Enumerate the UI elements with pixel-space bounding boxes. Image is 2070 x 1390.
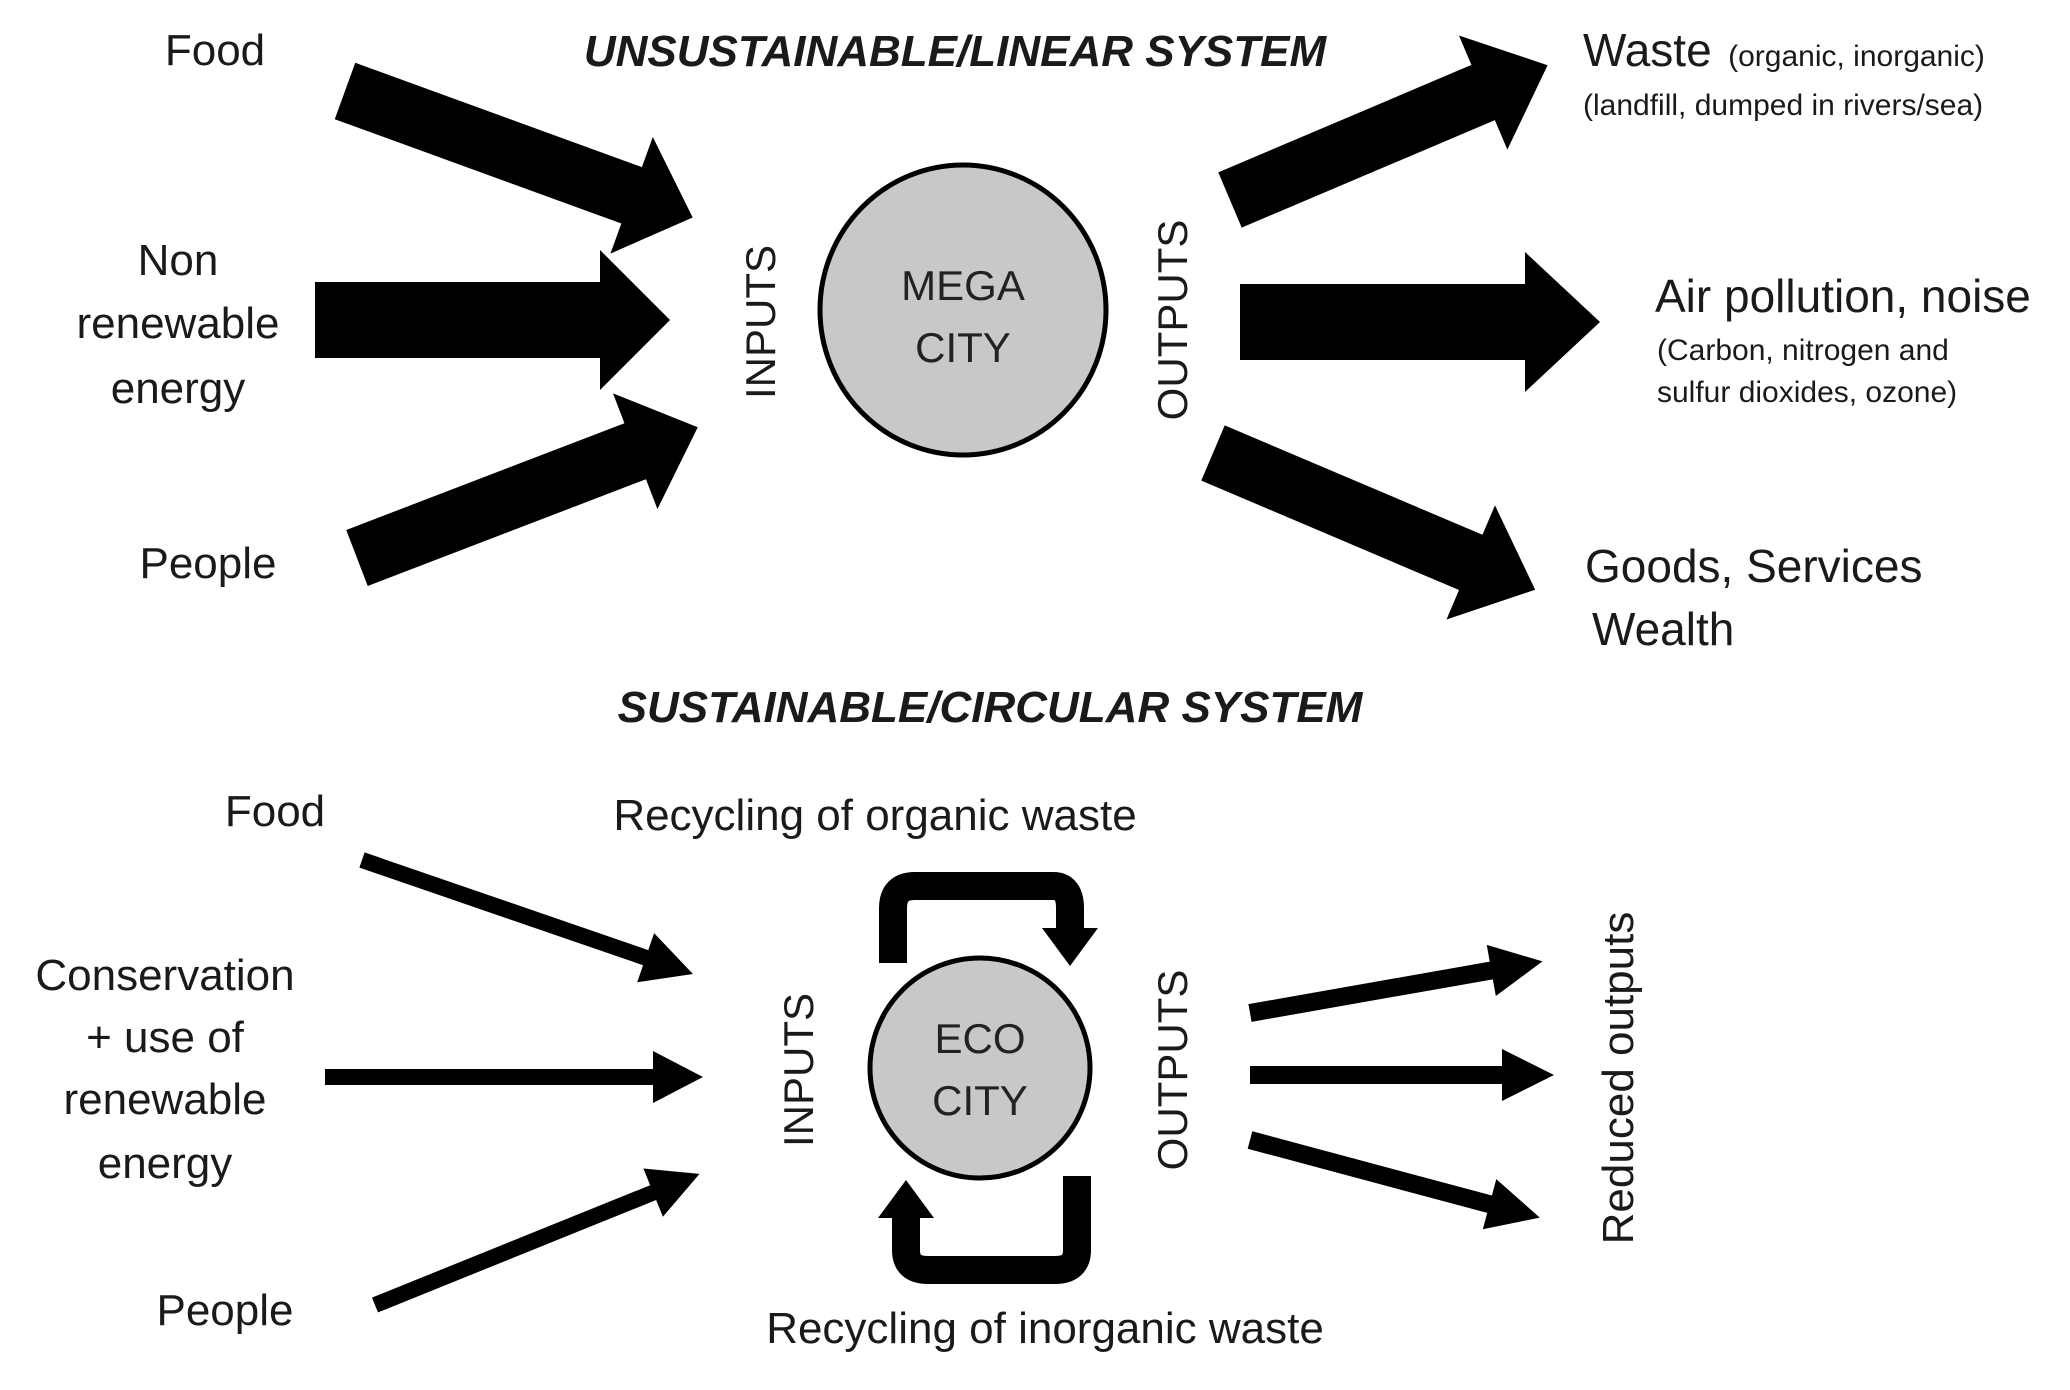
recycling-organic-arrow [879, 872, 1098, 966]
circular-input-food-label: Food [225, 787, 325, 836]
linear-goods-arrow [1201, 425, 1536, 620]
waste-detail-2: (landfill, dumped in rivers/sea) [1583, 89, 1983, 122]
circular-input-energy-line-3: renewable [63, 1075, 266, 1124]
linear-output-air-label: Air pollution, noise [1655, 270, 2031, 322]
linear-input-people-label: People [139, 539, 276, 588]
recycling-inorganic-label: Recycling of inorganic waste [766, 1304, 1324, 1353]
circular-output-arrow-bottom [1247, 1131, 1540, 1230]
circular-output-arrow-middle [1250, 1049, 1554, 1101]
recycling-inorganic-arrow [878, 1176, 1091, 1284]
circular-input-arrows [325, 852, 703, 1313]
eco-city-circle [867, 955, 1093, 1181]
circular-energy-arrow [325, 1051, 703, 1103]
linear-output-waste-label: Waste (organic, inorganic) [1583, 24, 1985, 76]
waste-title: Waste [1583, 24, 1712, 76]
circular-input-people-label: People [156, 1286, 293, 1335]
linear-output-arrows [1201, 35, 1600, 620]
linear-input-energy-line-1: Non [138, 236, 219, 285]
eco-city-label-line-2: CITY [932, 1077, 1028, 1124]
circular-input-energy-line-1: Conservation [35, 951, 294, 1000]
air-detail-line-2: sulfur dioxides, ozone) [1657, 376, 1957, 409]
circular-food-arrow [359, 852, 693, 983]
circular-input-energy-line-2: + use of [86, 1013, 245, 1062]
linear-people-arrow [346, 393, 698, 587]
circular-outputs-label: OUTPUTS [1149, 970, 1196, 1171]
mega-city-label-line-2: CITY [915, 324, 1011, 371]
linear-waste-arrow [1218, 35, 1548, 228]
circular-people-arrow [372, 1168, 700, 1313]
waste-detail: (organic, inorganic) [1728, 40, 1985, 73]
circular-input-energy-line-4: energy [98, 1139, 233, 1188]
linear-inputs-label: INPUTS [737, 245, 784, 399]
linear-air-arrow [1240, 252, 1600, 392]
mega-city-circle [817, 162, 1109, 458]
circular-inputs-label: INPUTS [775, 993, 822, 1147]
linear-input-food-label: Food [165, 26, 265, 75]
circular-output-arrows [1247, 944, 1554, 1230]
eco-city-label-line-1: ECO [934, 1015, 1025, 1062]
linear-energy-arrow [315, 250, 670, 390]
mega-city-label-line-1: MEGA [901, 262, 1025, 309]
linear-input-energy-line-2: renewable [76, 299, 279, 348]
air-detail-line-1: (Carbon, nitrogen and [1657, 334, 1949, 367]
linear-system-title: UNSUSTAINABLE/LINEAR SYSTEM [584, 27, 1328, 76]
linear-input-arrows [315, 62, 698, 587]
linear-food-arrow [334, 62, 693, 254]
linear-input-energy-line-3: energy [111, 364, 246, 413]
reduced-outputs-label: Reduced outputs [1594, 912, 1643, 1245]
circular-output-arrow-top [1248, 944, 1543, 1022]
circular-system-title: SUSTAINABLE/CIRCULAR SYSTEM [618, 683, 1364, 732]
linear-outputs-label: OUTPUTS [1149, 220, 1196, 421]
linear-output-goods-line-2: Wealth [1592, 603, 1734, 655]
linear-output-goods-line-1: Goods, Services [1585, 540, 1922, 592]
recycling-organic-label: Recycling of organic waste [613, 791, 1136, 840]
